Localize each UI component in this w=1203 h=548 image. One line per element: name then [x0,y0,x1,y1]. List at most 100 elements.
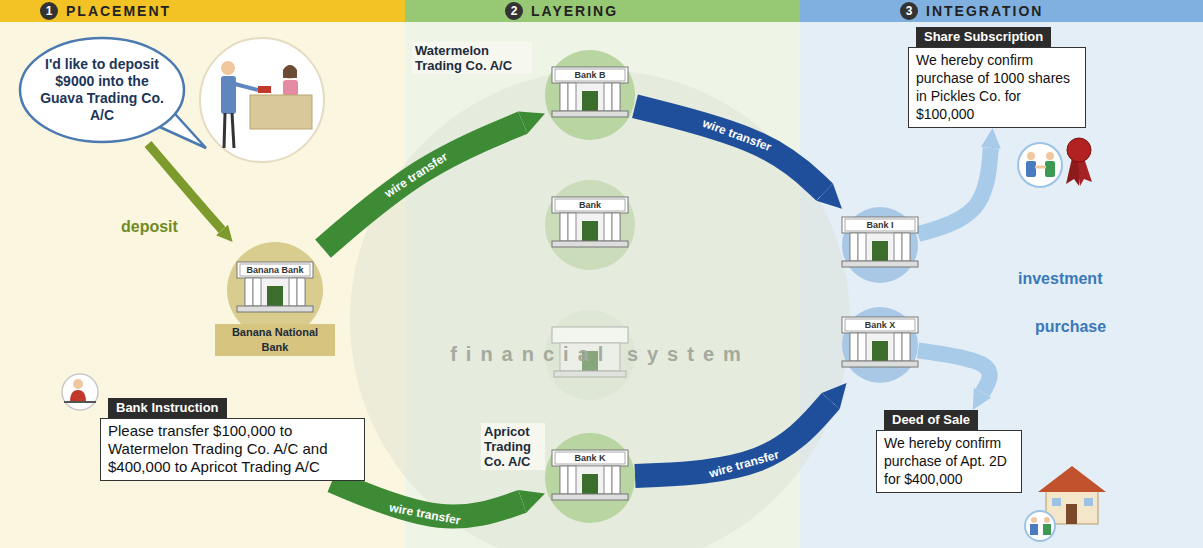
teller-body [283,80,298,96]
bank-wall [560,213,620,241]
bank-column [850,333,858,361]
bank-column [894,233,902,261]
bank-door [582,474,598,494]
house-roof [1038,466,1106,492]
watermark: financial system [400,343,800,366]
bank-roof [552,450,628,466]
teller-scene [200,38,324,162]
customer-leg [232,113,234,148]
bank-column [568,83,576,111]
person-head [1044,517,1050,523]
bank-wall [560,466,620,494]
bank-column [858,233,866,261]
bank-base [552,241,628,247]
account-name: Watermelon Trading Co. A/C [412,42,532,74]
deed-box: Deed of SaleWe hereby confirm purchase o… [876,410,1022,493]
house-door [1066,504,1077,524]
bank-door [872,241,888,261]
bank-wall [850,233,910,261]
house-window [1084,498,1093,506]
cash [258,86,271,93]
bank-wall [245,278,305,306]
transfer-arrow [635,106,825,192]
bank-column [894,333,902,361]
document-heading: Deed of Sale [884,410,978,430]
bank-name: Bank K [555,452,625,464]
person-head [1046,152,1054,160]
step-number: 2 [505,2,523,20]
bank-base [554,371,626,377]
bank-building: Bank BWatermelon Trading Co. A/C [545,50,635,140]
bank-icon [842,317,918,367]
instruction-sender [62,374,98,410]
flow-label: purchase [1032,318,1109,336]
sender-disc [62,374,98,410]
customer-leg [224,113,225,148]
bank-column [604,213,612,241]
integration-ground [800,22,1203,548]
stage-band: 1 PLACEMENT [0,0,405,22]
bank-column [297,278,305,306]
bank-column [858,333,866,361]
bank-sign [845,319,915,331]
person-body [1043,524,1051,535]
bank-column [560,83,568,111]
seal [1067,138,1091,162]
bank-building: Bank I [842,207,918,283]
bank-door [582,91,598,111]
bank-disc [545,433,635,523]
person-head [1027,152,1035,160]
bank-door [582,221,598,241]
bank-base [842,361,918,367]
bank-name: Bank X [845,319,915,331]
bank-column [604,83,612,111]
bank-column [560,466,568,494]
bank-base [552,111,628,117]
transfer-arrow [918,350,990,392]
bank-sign [845,219,915,231]
sender-body [70,390,86,402]
bank-base [237,306,313,312]
teller-head [283,65,297,79]
stage-title: PLACEMENT [66,3,171,19]
flow-label: investment [1015,270,1105,288]
bank-wall [850,333,910,361]
bank-disc [545,50,635,140]
transfer-arrow [918,148,991,234]
bank-disc-shape [545,180,635,270]
document-body: Please transfer $100,000 to Watermelon T… [100,418,365,481]
bank-icon [552,197,628,247]
bank-building: Bank X [842,307,918,383]
account-name: Banana National Bank [215,324,335,356]
bank-disc-shape [842,207,918,283]
customer-head [221,61,235,75]
bank-name: Bank B [555,69,625,81]
bank-roof [842,217,918,233]
bank-column [612,213,620,241]
bank-name: Bank [555,199,625,211]
bank-disc [545,310,635,400]
bank-column [604,466,612,494]
document-heading: Share Subscription [916,27,1051,47]
bank-column [902,333,910,361]
placement-ground [0,22,405,548]
bank-column [289,278,297,306]
sender-desk [64,401,96,403]
document-heading: Bank Instruction [108,398,227,418]
document-body: We hereby confirm purchase of Apt. 2D fo… [876,430,1022,493]
bank-column [568,213,576,241]
scene-disc [200,38,324,162]
bank-roof [552,67,628,83]
customer-arm [235,84,258,90]
bank-disc [842,307,918,383]
transfer-arrow [332,481,522,516]
bank-sign [555,452,625,464]
bank-roof [237,262,313,278]
bank-disc-shape [842,307,918,383]
bank-name: Banana Bank [240,264,310,276]
step-number: 1 [40,2,58,20]
bank-door [582,351,598,371]
bank-disc-shape [545,50,635,140]
bank-building: Bank [545,180,635,270]
